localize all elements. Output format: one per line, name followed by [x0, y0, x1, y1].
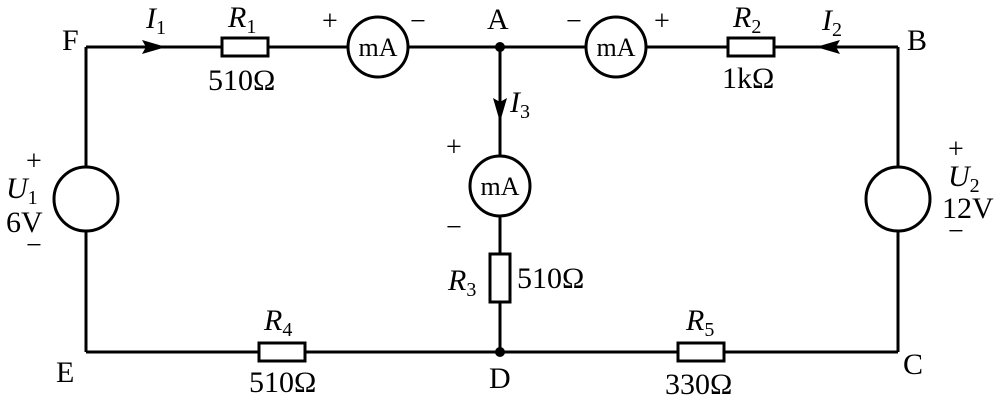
- resistor-r2-name-sub: 2: [751, 16, 761, 38]
- node-label-f: F: [62, 24, 79, 57]
- source-u2-minus: −: [948, 216, 964, 247]
- node-label-b: B: [907, 24, 927, 57]
- resistor-r5: [676, 341, 726, 363]
- current-label-i3-name: I: [509, 86, 522, 119]
- source-u2-value: 12V: [942, 192, 994, 225]
- resistor-r4-name-main: R: [263, 304, 282, 337]
- source-u2-name-main: U: [948, 160, 972, 193]
- ammeter-m2-label: mA: [597, 33, 636, 62]
- resistor-r5-name: R5: [685, 304, 714, 341]
- ammeter-m1-label: mA: [359, 33, 398, 62]
- ammeter-m2-minus: −: [566, 6, 582, 37]
- arrow-i1: [142, 40, 166, 54]
- resistor-r3: [488, 252, 512, 304]
- current-label-i1-name: I: [145, 2, 158, 35]
- current-label-i2-name: I: [821, 4, 834, 37]
- node-label-d: D: [489, 362, 511, 395]
- arrow-i2: [816, 40, 840, 54]
- source-u1-plus: +: [26, 146, 42, 177]
- source-u1-name-main: U: [6, 172, 30, 205]
- resistor-r2-value: 1kΩ: [722, 62, 774, 95]
- source-u1-name: U1: [6, 172, 38, 209]
- ammeter-m1-plus: +: [322, 6, 338, 37]
- source-u1-value: 6V: [6, 206, 43, 239]
- resistor-r1-value: 510Ω: [208, 64, 275, 97]
- resistor-r1: [220, 36, 270, 58]
- resistor-r1-name-sub: 1: [246, 16, 256, 38]
- resistor-r1-name-main: R: [227, 1, 246, 34]
- current-label-i1-sub: 1: [156, 17, 166, 39]
- junction-a: [495, 42, 505, 52]
- ammeter-m3-plus: +: [446, 132, 462, 163]
- ammeter-m3: mA: [468, 154, 532, 218]
- resistor-r3-name: R3: [447, 264, 476, 301]
- voltage-source-u2: [864, 165, 932, 233]
- resistor-r4-name-sub: 4: [282, 319, 292, 341]
- node-label-c: C: [903, 348, 923, 381]
- resistor-r4-name: R4: [263, 304, 292, 341]
- ammeter-m3-circle: [468, 154, 532, 218]
- resistor-r2: [726, 36, 776, 58]
- resistor-r1-name: R1: [227, 1, 256, 38]
- node-label-a: A: [487, 3, 509, 36]
- resistor-r2-name: R2: [732, 1, 761, 38]
- source-u2-plus: +: [948, 134, 964, 165]
- resistor-r5-name-main: R: [685, 304, 704, 337]
- ammeter-m2-plus: +: [654, 6, 670, 37]
- ammeter-m1-minus: −: [410, 6, 426, 37]
- resistor-r4: [257, 341, 307, 363]
- current-label-i2: I2: [821, 4, 842, 41]
- node-label-e: E: [56, 356, 74, 389]
- source-u2-name: U2: [948, 160, 980, 197]
- ammeter-m3-minus: −: [446, 212, 462, 243]
- current-label-i1: I1: [145, 2, 166, 39]
- resistor-r5-value: 330Ω: [665, 368, 732, 401]
- arrow-i3: [493, 98, 507, 122]
- voltage-source-u1: [52, 165, 120, 233]
- resistor-r2-name-main: R: [732, 1, 751, 34]
- current-label-i2-sub: 2: [832, 19, 842, 41]
- ammeter-m2: mA: [584, 15, 648, 79]
- ammeter-m1-circle: [346, 15, 410, 79]
- resistor-r3-value: 510Ω: [517, 262, 584, 295]
- resistor-r3-name-main: R: [447, 264, 466, 297]
- source-u2-name-sub: 2: [970, 175, 980, 197]
- junction-d: [495, 347, 505, 357]
- source-u1-minus: −: [26, 230, 42, 261]
- resistor-r5-name-sub: 5: [704, 319, 714, 341]
- current-label-i3: I3: [509, 86, 530, 123]
- current-label-i3-sub: 3: [520, 101, 530, 123]
- resistor-r4-value: 510Ω: [249, 366, 316, 399]
- resistor-r3-name-sub: 3: [466, 279, 476, 301]
- ammeter-m3-label: mA: [481, 172, 520, 201]
- source-u1-name-sub: 1: [28, 187, 38, 209]
- ammeter-m2-circle: [584, 15, 648, 79]
- ammeter-m1: mA: [346, 15, 410, 79]
